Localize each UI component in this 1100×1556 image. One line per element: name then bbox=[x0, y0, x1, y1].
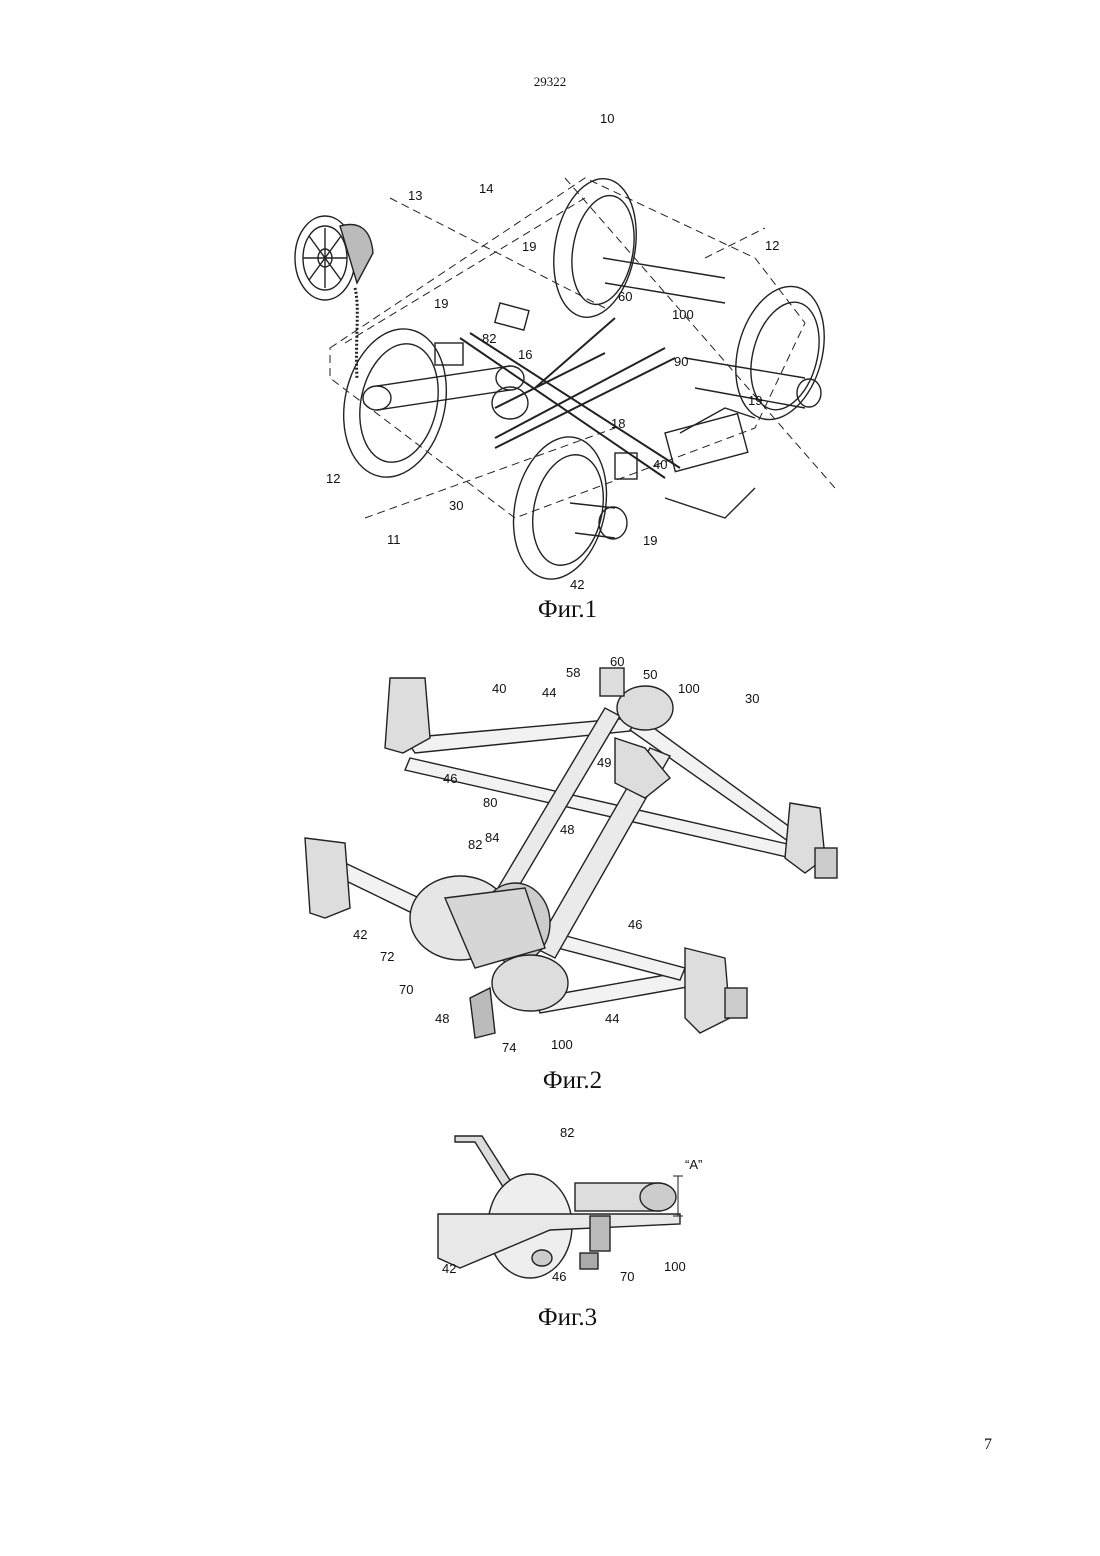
ref-label-19d: 19 bbox=[643, 534, 657, 548]
ref-label-100a: 100 bbox=[678, 682, 700, 696]
ref-label-30: 30 bbox=[745, 692, 759, 706]
ref-label-48b: 48 bbox=[435, 1012, 449, 1026]
ref-label-100: 100 bbox=[664, 1260, 686, 1274]
ref-label-48a: 48 bbox=[560, 823, 574, 837]
ref-label-19c: 19 bbox=[748, 394, 762, 408]
ref-label-80: 80 bbox=[483, 796, 497, 810]
ref-label-13: 13 bbox=[408, 189, 422, 203]
document-number: 29322 bbox=[0, 74, 1100, 90]
ref-label-12a: 12 bbox=[765, 239, 779, 253]
ref-label-19b: 19 bbox=[434, 297, 448, 311]
ref-label-16: 16 bbox=[518, 348, 532, 362]
figure-2-caption: Фиг.2 bbox=[285, 1067, 860, 1095]
ref-label-70: 70 bbox=[620, 1270, 634, 1284]
ref-label-72: 72 bbox=[380, 950, 394, 964]
page-number: 7 bbox=[984, 1436, 992, 1454]
ref-label-50: 50 bbox=[643, 668, 657, 682]
ref-label-42: 42 bbox=[570, 578, 584, 592]
ref-label-dimension-a: “A” bbox=[685, 1158, 702, 1172]
ref-label-12b: 12 bbox=[326, 472, 340, 486]
figure-2: 58 60 50 100 40 44 30 49 46 80 48 84 82 … bbox=[285, 648, 860, 1103]
ref-label-10: 10 bbox=[600, 112, 614, 126]
ref-label-11: 11 bbox=[387, 533, 401, 547]
ref-label-30: 30 bbox=[449, 499, 463, 513]
figure-1: 10 13 14 19 12 19 60 100 82 16 90 18 19 … bbox=[285, 108, 850, 628]
ref-label-60: 60 bbox=[610, 655, 624, 669]
ref-label-40: 40 bbox=[653, 458, 667, 472]
ref-label-46b: 46 bbox=[628, 918, 642, 932]
figure-3-caption: Фиг.3 bbox=[430, 1304, 705, 1332]
ref-label-14: 14 bbox=[479, 182, 493, 196]
ref-label-44b: 44 bbox=[605, 1012, 619, 1026]
ref-label-70: 70 bbox=[399, 983, 413, 997]
ref-label-46: 46 bbox=[552, 1270, 566, 1284]
ref-label-90: 90 bbox=[674, 355, 688, 369]
ref-label-46a: 46 bbox=[443, 772, 457, 786]
ref-label-84: 84 bbox=[485, 831, 499, 845]
ref-label-100: 100 bbox=[672, 308, 694, 322]
ref-label-49: 49 bbox=[597, 756, 611, 770]
ref-label-42: 42 bbox=[353, 928, 367, 942]
ref-label-40: 40 bbox=[492, 682, 506, 696]
ref-label-100b: 100 bbox=[551, 1038, 573, 1052]
ref-label-60: 60 bbox=[618, 290, 632, 304]
ref-label-19a: 19 bbox=[522, 240, 536, 254]
figure-1-caption: Фиг.1 bbox=[285, 596, 850, 624]
figure-2-drawing bbox=[285, 648, 860, 1103]
ref-label-44a: 44 bbox=[542, 686, 556, 700]
ref-label-74: 74 bbox=[502, 1041, 516, 1055]
figure-1-drawing bbox=[285, 108, 850, 628]
ref-label-58: 58 bbox=[566, 666, 580, 680]
ref-label-42: 42 bbox=[442, 1262, 456, 1276]
ref-label-18: 18 bbox=[611, 417, 625, 431]
ref-label-82: 82 bbox=[468, 838, 482, 852]
ref-label-82: 82 bbox=[482, 332, 496, 346]
ref-label-82: 82 bbox=[560, 1126, 574, 1140]
figure-3: 82 “A” 42 46 70 100 Фиг.3 bbox=[430, 1118, 705, 1338]
